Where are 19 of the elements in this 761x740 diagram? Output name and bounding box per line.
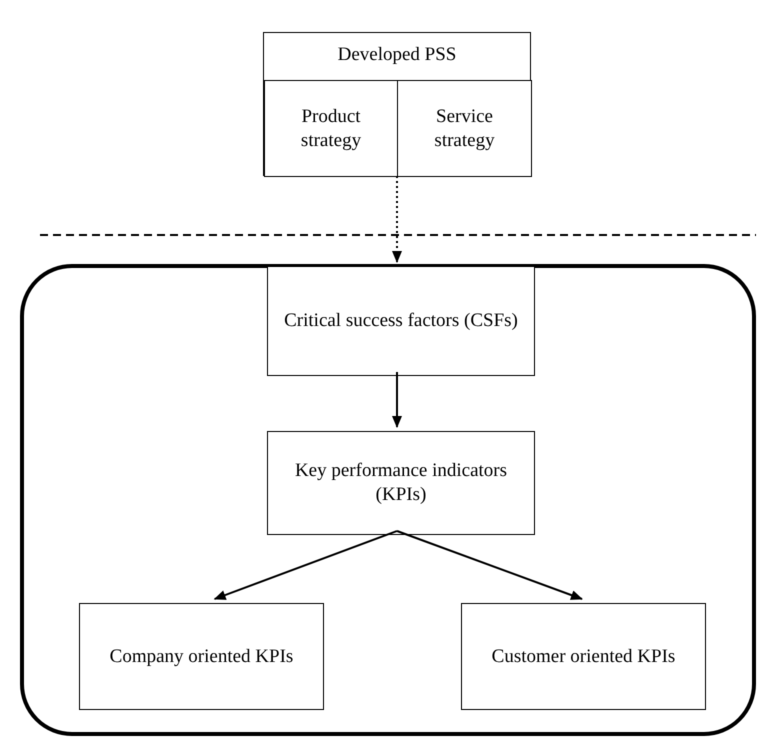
node-label: Customer oriented KPIs <box>490 644 676 668</box>
node-label: Company oriented KPIs <box>108 644 294 668</box>
boundary-box <box>20 264 756 736</box>
node-label: Product strategy <box>300 104 362 152</box>
process-box <box>397 80 532 177</box>
node-label: Key performance indicators (KPIs) <box>294 459 508 507</box>
node-label: Critical success factors (CSFs) <box>283 309 519 333</box>
process-box <box>263 32 531 176</box>
process-box <box>267 266 535 376</box>
arrow <box>214 530 398 600</box>
arrow <box>392 372 402 428</box>
process-box <box>267 431 535 535</box>
process-box <box>461 603 706 710</box>
process-box <box>79 603 324 710</box>
arrow <box>396 530 583 600</box>
arrow <box>392 176 402 263</box>
process-box <box>264 80 398 177</box>
node-label: Developed PSS <box>336 43 458 67</box>
node-label: Service strategy <box>433 104 496 152</box>
